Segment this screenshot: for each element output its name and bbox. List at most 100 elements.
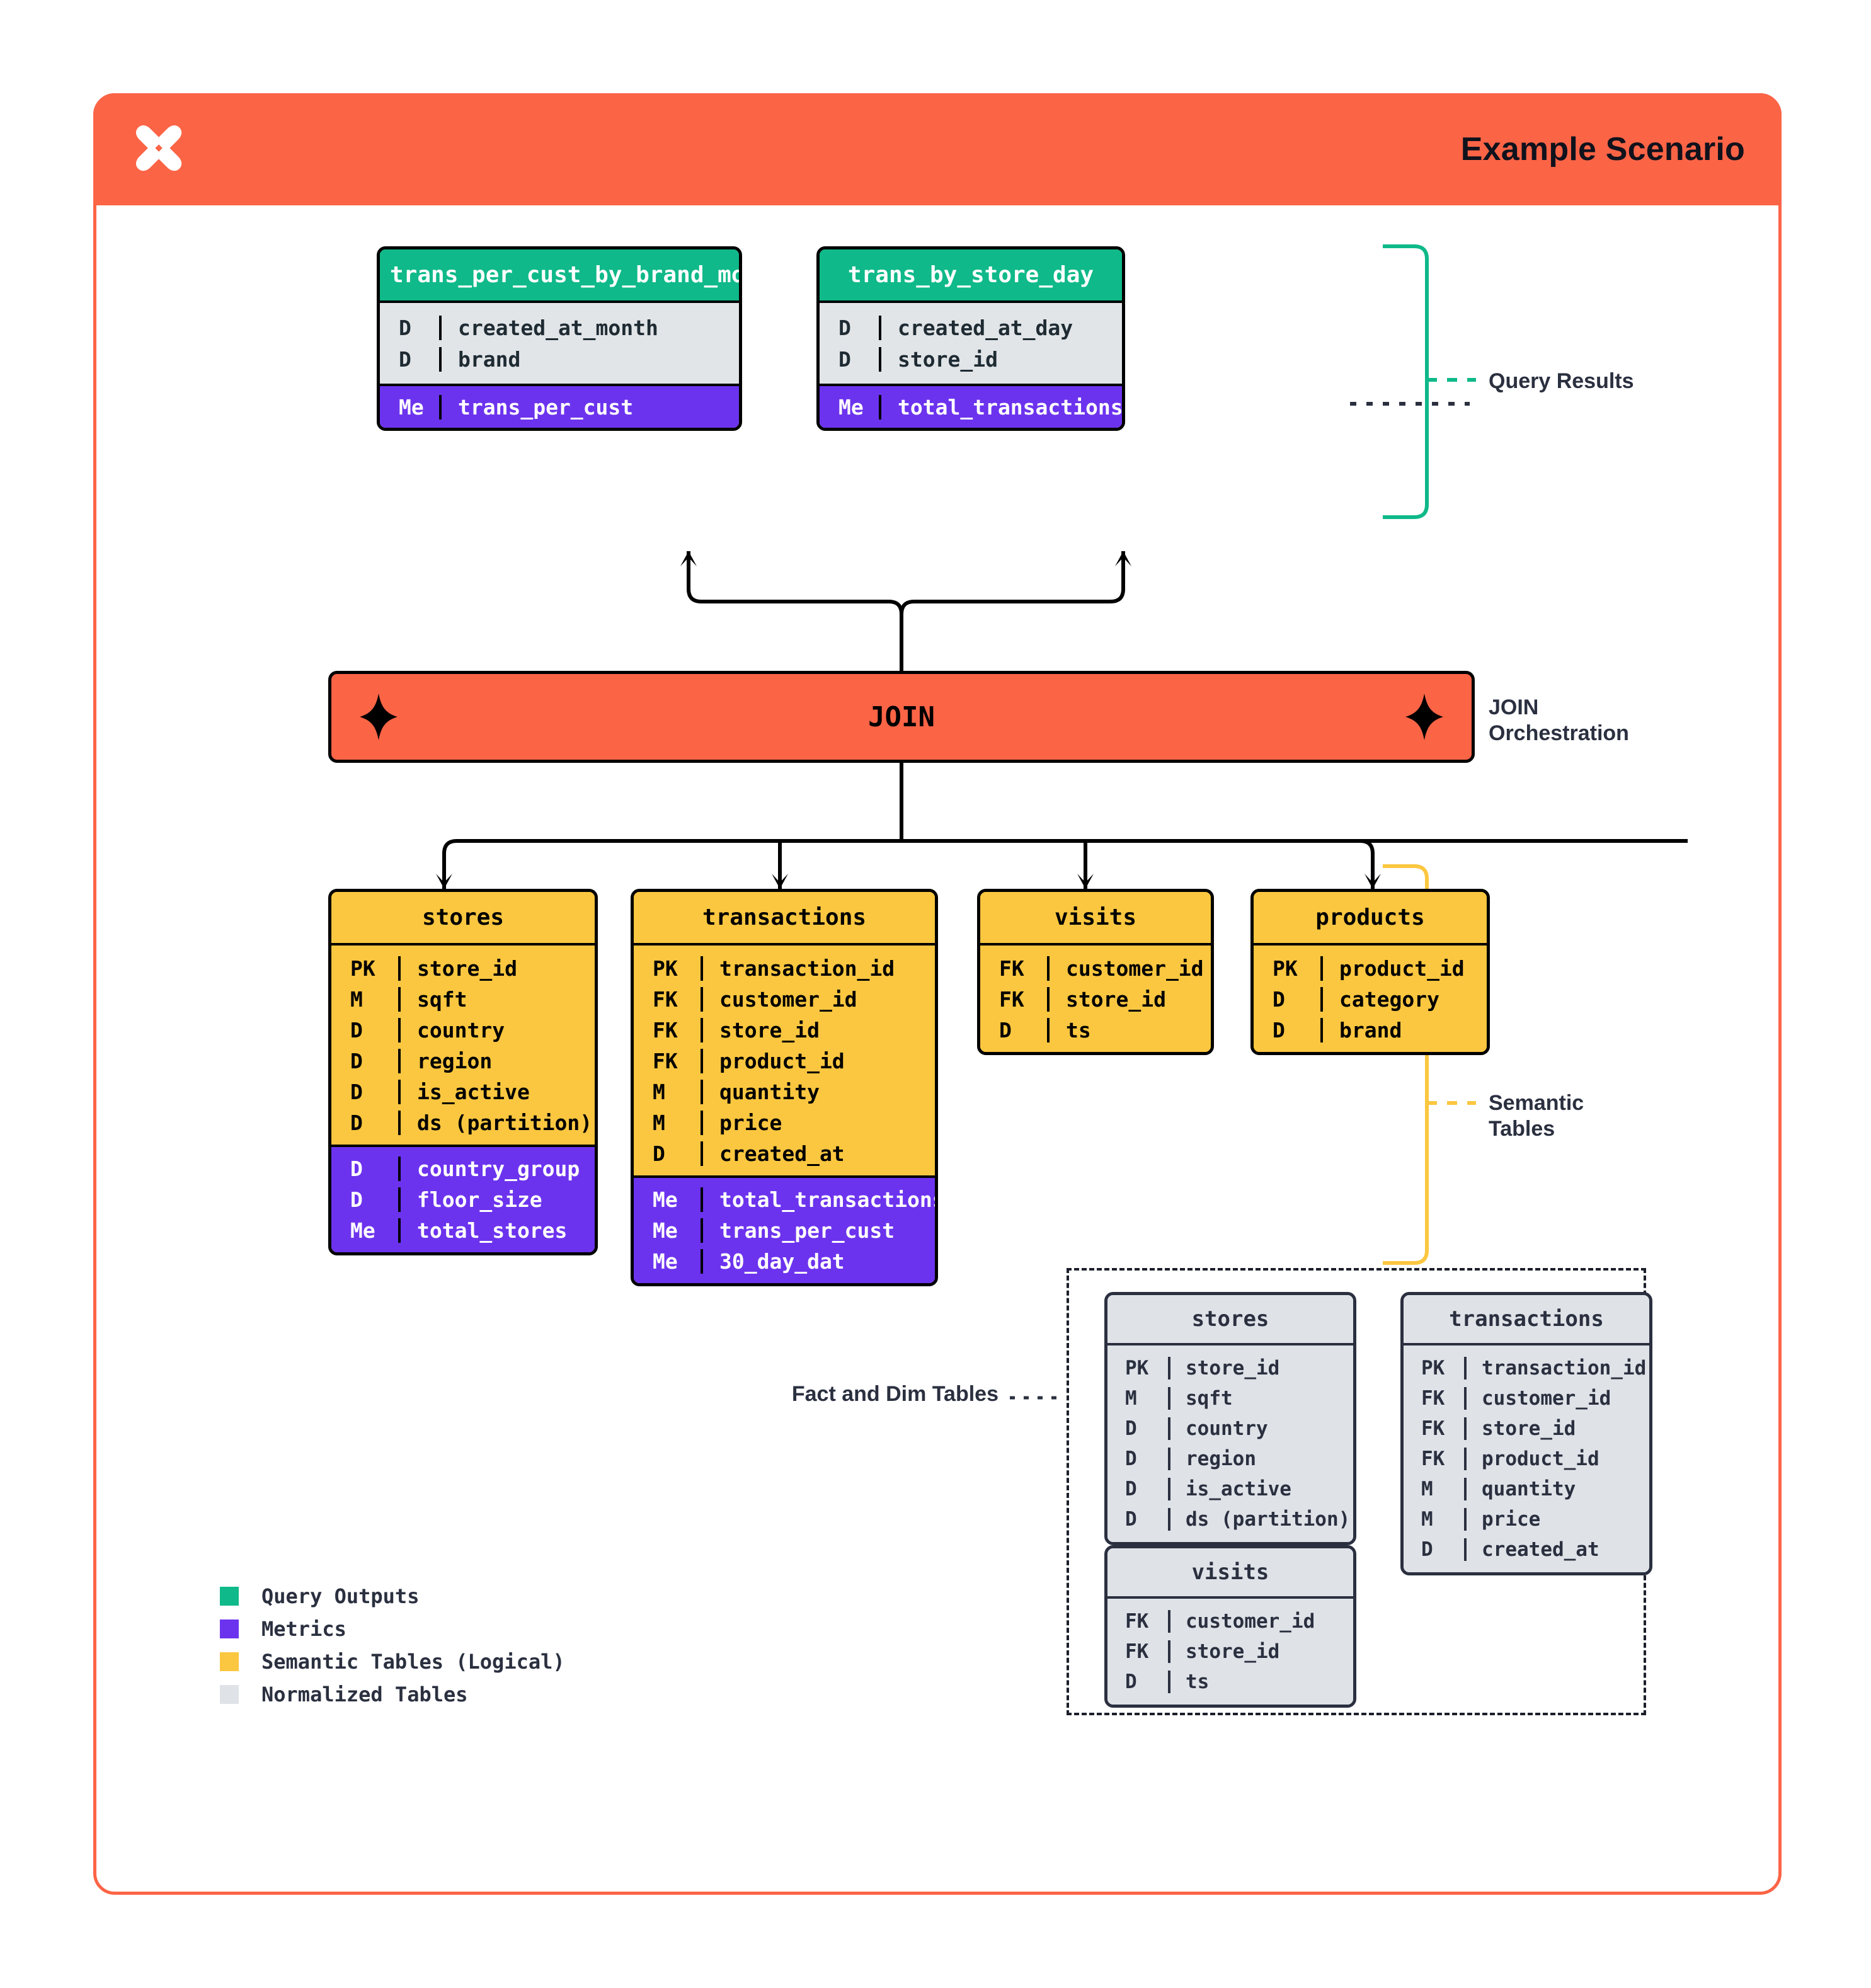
annotation-query-results: Query Results	[1489, 369, 1634, 393]
scenario-card: Example Scenario	[93, 93, 1782, 1895]
badge-dimension: D	[653, 1141, 665, 1166]
field-name: 30_day_dat	[701, 1249, 935, 1274]
badge-dimension: D	[838, 346, 851, 372]
field-name: country	[1168, 1417, 1353, 1440]
badge-measure: M	[653, 1080, 665, 1104]
field-name: ts	[1168, 1671, 1353, 1693]
field-name: brand	[439, 346, 739, 372]
badge-key: PK	[1421, 1357, 1445, 1380]
badge-foreign-key: FK	[1421, 1448, 1445, 1470]
field-name: product_id	[1320, 956, 1487, 981]
table-row: PK product_id	[1254, 953, 1487, 984]
badge-measure: M	[1421, 1478, 1433, 1500]
field-name: ds (partition)	[1168, 1508, 1353, 1531]
badge-dimension: D	[350, 1111, 363, 1135]
badge-metric: Me	[350, 1218, 375, 1243]
dimension-rows: D created_at_month D brand	[380, 300, 739, 384]
badge-dimension: D	[1125, 1478, 1137, 1500]
field-name: region	[1168, 1448, 1353, 1470]
legend-item: Normalized Tables	[220, 1678, 565, 1711]
field-name: store_id	[398, 956, 595, 981]
badge-foreign-key: FK	[1125, 1640, 1149, 1663]
badge-measure: M	[350, 987, 363, 1012]
badge-foreign-key: FK	[653, 1049, 678, 1073]
table-row: D created_at_day	[820, 312, 1122, 343]
field-name: product_id	[1464, 1448, 1649, 1470]
sparkle-icon	[359, 694, 398, 740]
field-name: created_at	[1464, 1538, 1649, 1561]
table-header: stores	[1107, 1295, 1353, 1343]
annotation-join-orchestration: JOIN Orchestration	[1489, 695, 1629, 746]
field-name: ds (partition)	[398, 1111, 595, 1135]
table-row: PK store_id	[1107, 1353, 1353, 1383]
field-name: store_id	[701, 1018, 935, 1043]
legend-swatch-metrics	[220, 1620, 239, 1638]
badge-dimension: D	[1125, 1417, 1137, 1440]
badge-dimension: D	[838, 315, 851, 340]
query-result-table-trans-per-cust-by-brand-month[interactable]: trans_per_cust_by_brand_month D created_…	[377, 246, 742, 431]
field-name: customer_id	[1168, 1610, 1353, 1633]
badge-metric: Me	[653, 1249, 678, 1274]
badge-key: PK	[1273, 956, 1298, 981]
badge-dimension: D	[350, 1049, 363, 1073]
legend-item: Metrics	[220, 1613, 565, 1645]
field-name: category	[1320, 987, 1487, 1012]
badge-measure: M	[653, 1111, 665, 1135]
field-name: created_at_day	[879, 315, 1122, 340]
table-row: D created_at_month	[380, 312, 739, 343]
field-name: customer_id	[701, 987, 935, 1012]
badge-dimension: D	[399, 315, 411, 340]
field-name: transaction_id	[701, 956, 935, 981]
badge-dimension: D	[350, 1187, 363, 1212]
badge-dimension: D	[350, 1157, 363, 1181]
field-name: floor_size	[398, 1187, 595, 1212]
metric-rows: Me total_transactions	[820, 384, 1122, 428]
badge-dimension: D	[350, 1080, 363, 1104]
legend-item: Semantic Tables (Logical)	[220, 1645, 565, 1678]
table-header: trans_per_cust_by_brand_month	[380, 249, 739, 300]
field-name: product_id	[701, 1049, 935, 1073]
badge-dimension: D	[1273, 1018, 1285, 1043]
table-row: D store_id	[820, 343, 1122, 375]
table-header: trans_by_store_day	[820, 249, 1122, 300]
join-orchestration-bar[interactable]: JOIN	[328, 671, 1475, 763]
field-name: country	[398, 1018, 595, 1043]
badge-key: PK	[1125, 1357, 1149, 1380]
badge-dimension: D	[1125, 1671, 1137, 1693]
badge-foreign-key: FK	[999, 956, 1024, 981]
field-name: store_id	[1168, 1357, 1353, 1380]
field-name: created_at	[701, 1141, 935, 1166]
field-name: total_stores	[398, 1218, 595, 1243]
query-result-table-trans-by-store-day[interactable]: trans_by_store_day D created_at_day D st…	[816, 246, 1125, 431]
